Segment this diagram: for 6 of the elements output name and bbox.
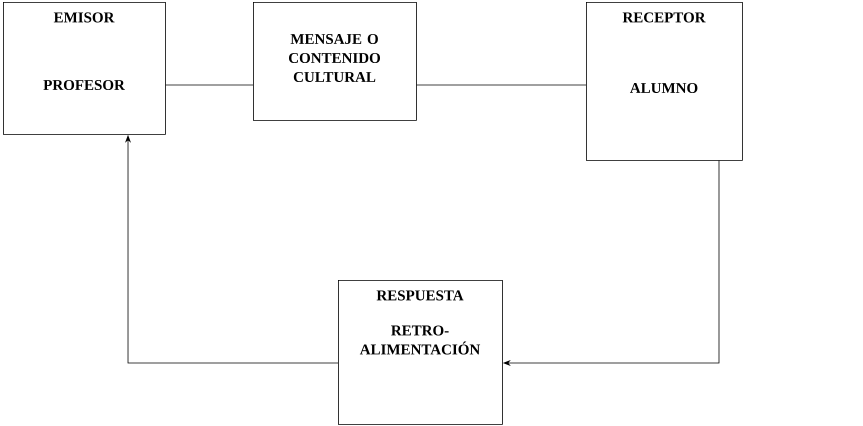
process-box: RECEPTOR ALUMNO bbox=[586, 2, 743, 161]
process-box: EMISOR PROFESOR bbox=[3, 2, 166, 135]
connector-line bbox=[416, 84, 586, 86]
process-box: MENSAJE O CONTENIDO CULTURAL bbox=[253, 2, 417, 121]
process-box: RESPUESTA RETRO- ALIMENTACIÓN bbox=[338, 280, 503, 425]
connector-line bbox=[165, 84, 254, 86]
